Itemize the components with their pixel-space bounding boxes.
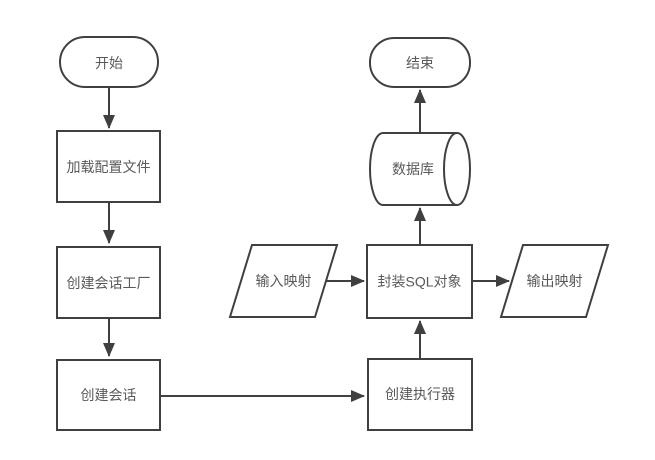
process-shape-create-factory [56,246,161,319]
parallelogram-shape-output-mapping [499,244,610,318]
node-create-session: 创建会话 [56,359,161,431]
parallelogram-shape-input-mapping [228,244,339,318]
node-label-end: 结束 [406,55,434,71]
process-shape-create-executor [367,358,473,431]
node-label-start: 开始 [95,55,123,71]
node-end: 结束 [369,37,471,88]
process-shape-load-config [56,130,161,203]
node-label-output-mapping: 输出映射 [527,273,583,289]
node-label-create-executor: 创建执行器 [385,386,455,402]
process-shape-create-session [56,359,161,431]
node-create-factory: 创建会话工厂 [56,246,161,319]
cylinder-body-database [369,132,457,206]
node-output-mapping: 输出映射 [499,244,610,318]
edges [103,88,510,402]
terminator-shape-end [369,37,471,88]
cylinder-cap-database [443,132,471,206]
node-load-config: 加载配置文件 [56,130,161,203]
node-label-load-config: 加载配置文件 [67,159,151,175]
node-input-mapping: 输入映射 [228,244,339,318]
node-label-input-mapping: 输入映射 [256,273,312,289]
node-database: 数据库 [369,132,471,206]
node-label-create-session: 创建会话 [81,387,137,403]
terminator-shape-start [59,36,159,88]
node-wrap-sql-object: 封装SQL对象 [366,244,473,319]
node-label-database: 数据库 [392,161,434,177]
node-label-create-factory: 创建会话工厂 [67,275,151,291]
nodes: 开始 加载配置文件 创建会话工厂 创建会话 输入映射 封装SQL对象 [56,36,610,431]
node-label-wrap-sql-object: 封装SQL对象 [377,274,461,290]
process-shape-wrap-sql-object [366,244,473,319]
node-start: 开始 [59,36,159,88]
node-create-executor: 创建执行器 [367,358,473,431]
